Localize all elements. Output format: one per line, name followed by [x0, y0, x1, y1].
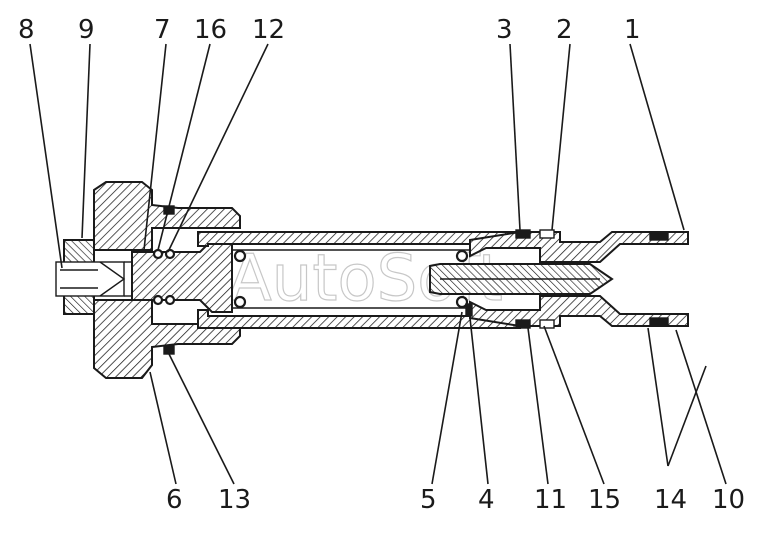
callout-10: 10: [712, 485, 745, 515]
callout-3: 3: [496, 15, 513, 45]
spring: [232, 249, 470, 309]
callout-8: 8: [18, 15, 35, 45]
callout-13: 13: [218, 485, 251, 515]
callout-1: 1: [624, 15, 641, 45]
callout-15: 15: [588, 485, 621, 515]
callout-5: 5: [420, 485, 437, 515]
callout-14: 14: [654, 485, 687, 515]
callout-9: 9: [78, 15, 95, 45]
callout-4: 4: [478, 485, 495, 515]
valve-body: [429, 231, 689, 327]
callout-7: 7: [154, 15, 171, 45]
callout-labels: 8 9 7 16 12 3 2 1 6 13 5 4 11 15 14 10: [18, 15, 745, 515]
callout-11: 11: [534, 485, 567, 515]
callout-12: 12: [252, 15, 285, 45]
callout-6: 6: [166, 485, 183, 515]
bolt-part-8: [55, 239, 126, 315]
callout-16: 16: [194, 15, 227, 45]
leader-lines: [29, 43, 727, 485]
callout-2: 2: [556, 15, 573, 45]
seal-rings: [152, 205, 669, 355]
